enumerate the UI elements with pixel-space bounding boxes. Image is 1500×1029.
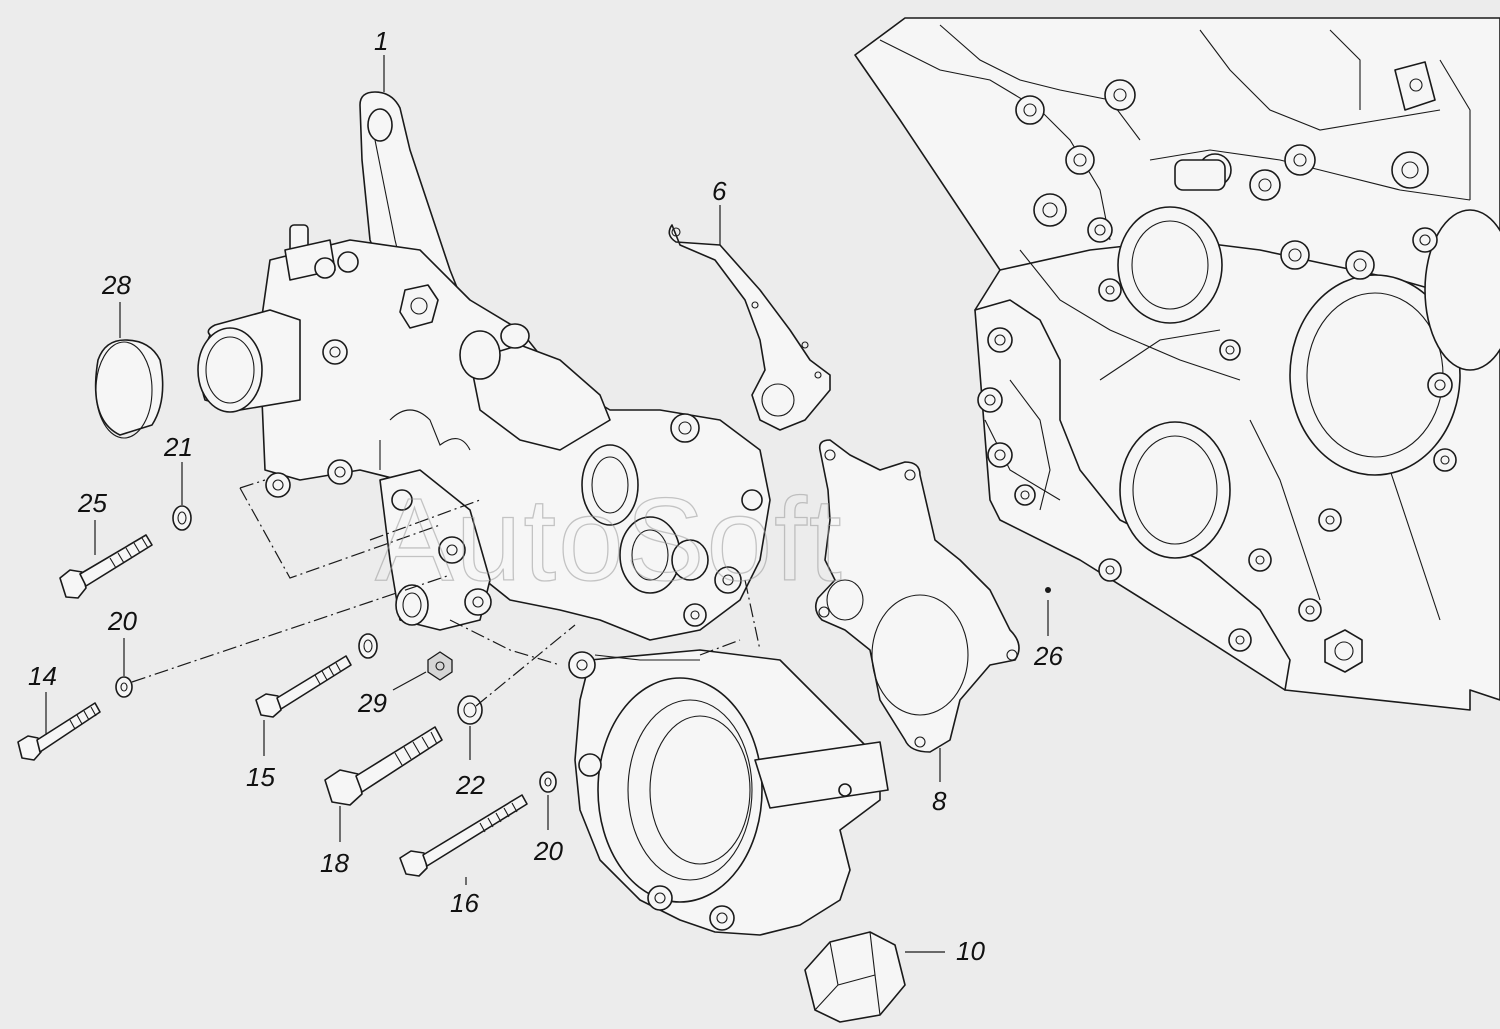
- callout-20-right: 20: [533, 836, 563, 866]
- callout-14: 14: [28, 661, 57, 691]
- bolts: [17, 534, 528, 877]
- part-8-gasket: [814, 439, 1020, 753]
- part-20b-washer: [539, 771, 557, 793]
- callout-16: 16: [450, 888, 479, 918]
- callout-15: 15: [246, 762, 275, 792]
- part-6-gasket: [668, 224, 831, 431]
- callout-8: 8: [932, 786, 947, 816]
- part-28-plug: [94, 339, 164, 439]
- engine-block: [854, 17, 1500, 711]
- part-14-bolt: [17, 702, 101, 761]
- callout-20-left: 20: [107, 606, 137, 636]
- part-26-pin: [1045, 587, 1051, 593]
- callout-21: 21: [163, 432, 193, 462]
- callout-1: 1: [374, 26, 388, 56]
- part-25-bolt: [59, 534, 153, 599]
- small-parts: [115, 505, 1051, 793]
- leader-lines: [45, 55, 1049, 953]
- part-20c-washer: [358, 633, 378, 659]
- part-16-bolt: [399, 794, 528, 877]
- part-29-nut: [427, 651, 453, 681]
- callout-18: 18: [320, 848, 349, 878]
- callout-29: 29: [357, 688, 387, 718]
- part-22-washer: [457, 695, 483, 725]
- watermark: AutoSoft: [375, 474, 844, 606]
- callout-6: 6: [712, 176, 727, 206]
- part-18-bolt: [324, 726, 443, 806]
- water-pump-housing: [197, 224, 771, 641]
- callout-10: 10: [956, 936, 985, 966]
- callout-25: 25: [77, 488, 107, 518]
- callout-labels: 1 6 28 21 25 20 14 15 29 22 18 20 16 8 2…: [28, 26, 1063, 966]
- part-20a-washer: [115, 676, 133, 698]
- part-10-nut: [804, 931, 906, 1023]
- callout-22: 22: [455, 770, 485, 800]
- callout-28: 28: [101, 270, 131, 300]
- front-cover: [568, 649, 889, 936]
- part-21-washer: [172, 505, 192, 531]
- callout-26: 26: [1033, 641, 1063, 671]
- part-15-bolt: [255, 655, 352, 718]
